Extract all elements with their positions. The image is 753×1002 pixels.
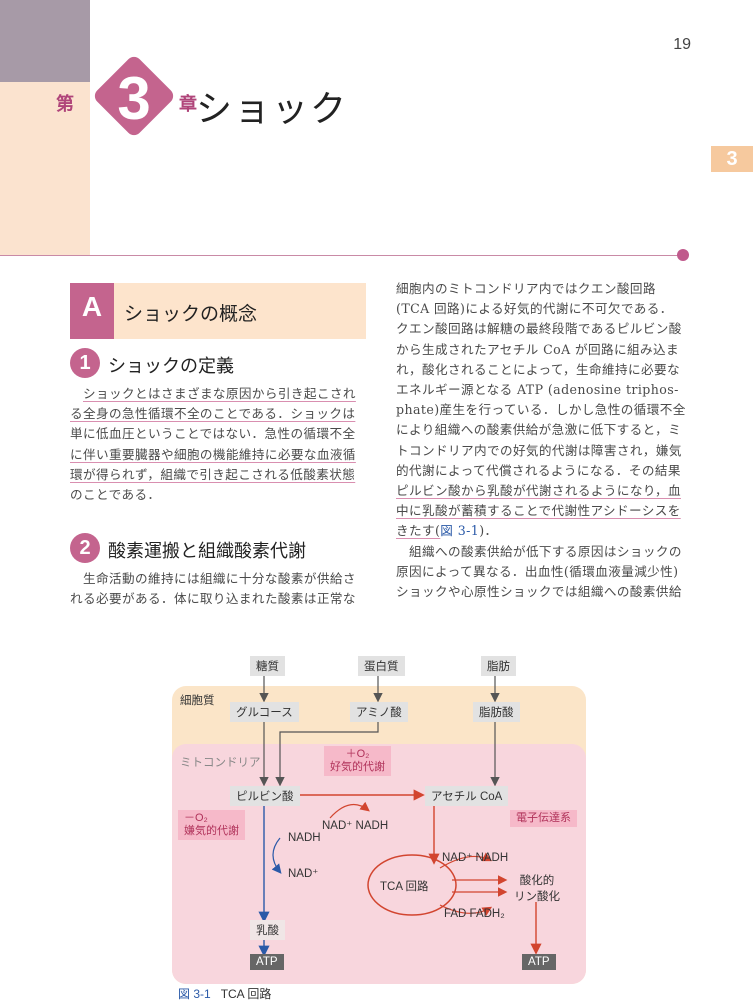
header-divider-dot (677, 249, 689, 261)
tca-cycle-label: TCA 回路 (380, 881, 429, 893)
text-line: 生命活動の維持には組織に十分な酸素が供給さ (83, 571, 356, 586)
right-column-body: 細胞内のミトコンドリア内ではクエン酸回路 (TCA 回路)による好気的代謝に不可… (396, 279, 690, 602)
text-line: に伴い重要臓器や細胞の機能維持に必要な血液循 (70, 446, 356, 462)
text-line: 環が得られず，組織で引き起こされる低酸素状態 (70, 466, 356, 482)
chapter-prefix: 第 (56, 94, 74, 115)
lactate-box: 乳酸 (250, 920, 285, 940)
header-divider (0, 255, 680, 256)
nad-nadh-upper: NAD⁺ NADH (322, 820, 389, 832)
subsection-2-title: 酸素運搬と組織酸素代謝 (108, 541, 306, 562)
input-protein: 蛋白質 (358, 656, 405, 676)
mitochondria-label: ミトコンドリア (180, 757, 261, 769)
chapter-tab: 3 (711, 146, 753, 172)
subsection-2-body: 生命活動の維持には組織に十分な酸素が供給さ れる必要がある．体に取り込まれた酸素… (70, 569, 366, 609)
mitochondria-region (172, 744, 586, 984)
text-line: エネルギー源となる ATP (adenosine triphos- (396, 382, 679, 398)
section-a-banner (70, 283, 366, 339)
text-fragment: きたす( (396, 523, 441, 539)
input-carbohydrate: 糖質 (250, 656, 285, 676)
subsection-1-body: ショックとはさまざまな原因から引き起こされ る全身の急性循環不全のことである．シ… (70, 384, 366, 505)
fad-fadh2-label: FAD FADH₂ (444, 908, 505, 920)
figure-number: 図 3-1 (178, 987, 211, 1001)
tca-cycle-diagram: 糖質 蛋白質 脂肪 細胞質 グルコース アミノ酸 脂肪酸 ミトコンドリア ＋O₂… (170, 650, 590, 985)
cytoplasm-label: 細胞質 (180, 695, 215, 707)
amino-acid-box: アミノ酸 (350, 702, 408, 722)
text-line: phate)産生を行っている．しかし急性の循環不全 (396, 402, 686, 418)
header-band-peach-lower (0, 82, 90, 256)
chapter-suffix: 章 (179, 94, 197, 115)
nadh-label: NADH (288, 832, 321, 844)
chapter-number-diamond: 3 (94, 56, 174, 136)
subsection-1-number: 1 (70, 348, 100, 378)
subsection-1-title: ショックの定義 (108, 356, 234, 377)
atp-left-box: ATP (250, 954, 284, 970)
anaerobic-label: －O₂ 嫌気的代謝 (178, 810, 245, 840)
text-line: ショックや心原性ショックでは組織への酸素供給 (396, 584, 682, 600)
text-line: 単に低血圧ということではない．急性の循環不全 (70, 426, 356, 442)
oxphos-line-1: 酸化的 (519, 875, 555, 887)
text-line: ショックとはさまざまな原因から引き起こされ (83, 386, 356, 401)
text-line: トコンドリア内での好気的代謝は障害され，嫌気 (396, 442, 682, 458)
section-a-title: ショックの概念 (124, 303, 258, 325)
text-line: (TCA 回路)による好気的代謝に不可欠である． (396, 301, 673, 317)
aerobic-line-2: 好気的代謝 (330, 761, 385, 773)
nad-nadh-lower: NAD⁺ NADH (442, 852, 509, 864)
text-line: 原因によって異なる．出血性(循環血液量減少性) (396, 563, 679, 579)
text-line: 細胞内のミトコンドリア内ではクエン酸回路 (396, 281, 656, 296)
aerobic-label: ＋O₂ 好気的代謝 (324, 746, 391, 776)
text-line-with-ref: きたす(図 3-1)． (396, 521, 690, 541)
chapter-number: 3 (117, 65, 150, 132)
subsection-2-number: 2 (70, 533, 100, 563)
text-line: ピルビン酸から乳酸が代謝されるようになり，血 (396, 483, 681, 499)
text-fragment: )． (479, 523, 498, 539)
pyruvate-box: ピルビン酸 (230, 786, 300, 806)
aerobic-line-1: ＋O₂ (345, 748, 370, 760)
nad-label: NAD⁺ (288, 868, 319, 880)
oxidative-phosphorylation-label: 酸化的 リン酸化 (514, 872, 560, 904)
figure-title: TCA 回路 (220, 987, 272, 1001)
anaerobic-line-1: －O₂ (184, 812, 208, 824)
chapter-title: ショック (196, 89, 349, 130)
text-line: 組織への酸素供給が低下する原因はショックの (409, 543, 682, 559)
atp-right-box: ATP (522, 954, 556, 970)
page-number: 19 (673, 36, 691, 53)
text-line: のことである． (70, 487, 161, 503)
text-line: れ，酸化されることによって，生命維持に必要な (396, 361, 680, 377)
header-band-mauve-top (0, 0, 90, 82)
electron-transport-label: 電子伝達系 (510, 810, 577, 827)
anaerobic-line-2: 嫌気的代謝 (184, 825, 239, 837)
text-line: から生成されたアセチル CoA が回路に組み込ま (396, 341, 679, 357)
figure-ref-link[interactable]: 図 3-1 (440, 523, 480, 539)
fatty-acid-box: 脂肪酸 (473, 702, 520, 722)
text-line: 中に乳酸が蓄積することで代謝性アシドーシスを (396, 503, 681, 519)
figure-caption: 図 3-1 TCA 回路 (178, 985, 281, 1002)
section-a-marker (70, 283, 114, 339)
text-line: クエン酸回路は解糖の最終段階であるピルビン酸 (396, 321, 682, 337)
text-line: により組織への酸素供給が急激に低下すると，ミ (396, 422, 682, 438)
text-line: る全身の急性循環不全のことである．ショックは (70, 406, 356, 422)
acetyl-coa-box: アセチル CoA (425, 786, 509, 806)
oxphos-line-2: リン酸化 (514, 891, 560, 903)
glucose-box: グルコース (230, 702, 299, 722)
input-fat: 脂肪 (481, 656, 516, 676)
section-a-letter: A (81, 291, 103, 322)
text-line: 的代謝によって代償されるようになる．その結果 (396, 462, 681, 478)
text-line: れる必要がある．体に取り込まれた酸素は正常な (70, 591, 356, 607)
